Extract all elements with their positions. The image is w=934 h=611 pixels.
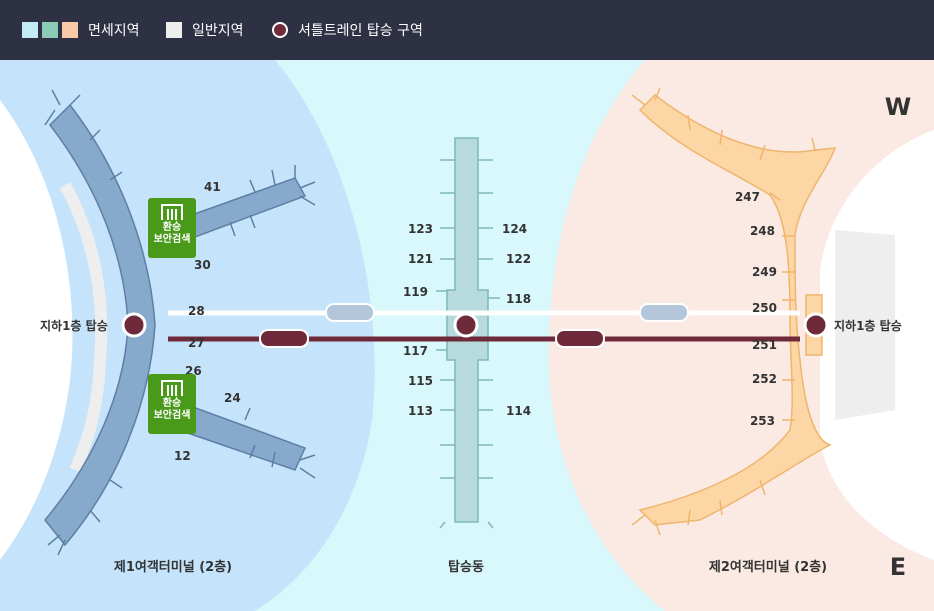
concourse-shuttle-station[interactable]: [453, 312, 479, 338]
shuttle-train-icon: [639, 303, 689, 322]
shuttle-train-icon: [555, 329, 605, 348]
gate-label: 113: [408, 404, 433, 418]
t2-shuttle-station[interactable]: [803, 312, 829, 338]
legend-shuttle: 셔틀트레인 탑승 구역: [272, 20, 423, 40]
legend-general: 일반지역: [166, 20, 244, 40]
compass-e: E: [890, 553, 906, 581]
badge-title: 환승: [162, 222, 182, 233]
legend-shuttle-label: 셔틀트레인 탑승 구역: [298, 23, 423, 39]
compass-w: W: [885, 93, 911, 121]
gate-label: 27: [188, 336, 205, 350]
gate-label: 253: [750, 414, 775, 428]
gate-label: 118: [506, 292, 531, 306]
gate-label: 249: [752, 265, 777, 279]
gate-label: 247: [735, 190, 760, 204]
swatch-general: [166, 22, 182, 38]
badge-subtitle: 보안검색: [153, 410, 191, 421]
shuttle-train-icon: [325, 303, 375, 322]
badge-title: 환승: [162, 398, 182, 409]
swatch-t2: [62, 22, 78, 38]
legend-bar: 면세지역 일반지역 셔틀트레인 탑승 구역: [0, 0, 934, 60]
legend-duty-free-label: 면세지역: [88, 23, 140, 39]
gate-label: 12: [174, 449, 191, 463]
t1-landside: [0, 100, 73, 560]
gate-label: 251: [752, 338, 777, 352]
gate-label: 122: [506, 252, 531, 266]
gate-label: 117: [403, 344, 428, 358]
gate-label: 252: [752, 372, 777, 386]
t1-name: 제1여객터미널 (2층): [114, 559, 232, 575]
gate-label: 30: [194, 258, 211, 272]
t2-gate-stubs: [631, 87, 816, 536]
t1-shuttle-station[interactable]: [121, 312, 147, 338]
gate-label: 114: [506, 404, 531, 418]
transfer-security-badge[interactable]: 환승 보안검색: [148, 198, 196, 258]
t1-gate-stubs: [44, 89, 316, 556]
gate-icon: [161, 204, 183, 220]
badge-subtitle: 보안검색: [153, 234, 191, 245]
t1-station-label: 지하1층 탑승: [40, 318, 108, 333]
gate-label: 41: [204, 180, 221, 194]
gate-label: 119: [403, 285, 428, 299]
t1-general-strip: [59, 182, 108, 473]
gate-label: 248: [750, 224, 775, 238]
legend-duty-free: 면세지역: [22, 20, 140, 40]
gate-label: 123: [408, 222, 433, 236]
t2-name: 제2여객터미널 (2층): [709, 559, 827, 575]
gate-label: 115: [408, 374, 433, 388]
shuttle-train-icon: [259, 329, 309, 348]
legend-general-label: 일반지역: [192, 23, 244, 39]
concourse-gate-stubs: [436, 159, 500, 529]
t2-station-label: 지하1층 탑승: [834, 318, 902, 333]
t2-general-area: [835, 230, 895, 420]
swatch-t1: [42, 22, 58, 38]
gate-label: 121: [408, 252, 433, 266]
transfer-security-badge[interactable]: 환승 보안검색: [148, 374, 196, 434]
swatch-concourse: [22, 22, 38, 38]
gate-icon: [161, 380, 183, 396]
terminal2-building: [638, 94, 837, 526]
map-canvas: W E 지하1층 탑승 41 30 28 27 26 24 12 제1여객터미널…: [0, 60, 934, 611]
concourse-name: 탑승동: [448, 560, 484, 575]
gate-label: 24: [224, 391, 241, 405]
gate-label: 28: [188, 304, 205, 318]
shuttle-station-icon: [272, 22, 288, 38]
gate-label: 250: [752, 301, 777, 315]
gate-label: 124: [502, 222, 527, 236]
